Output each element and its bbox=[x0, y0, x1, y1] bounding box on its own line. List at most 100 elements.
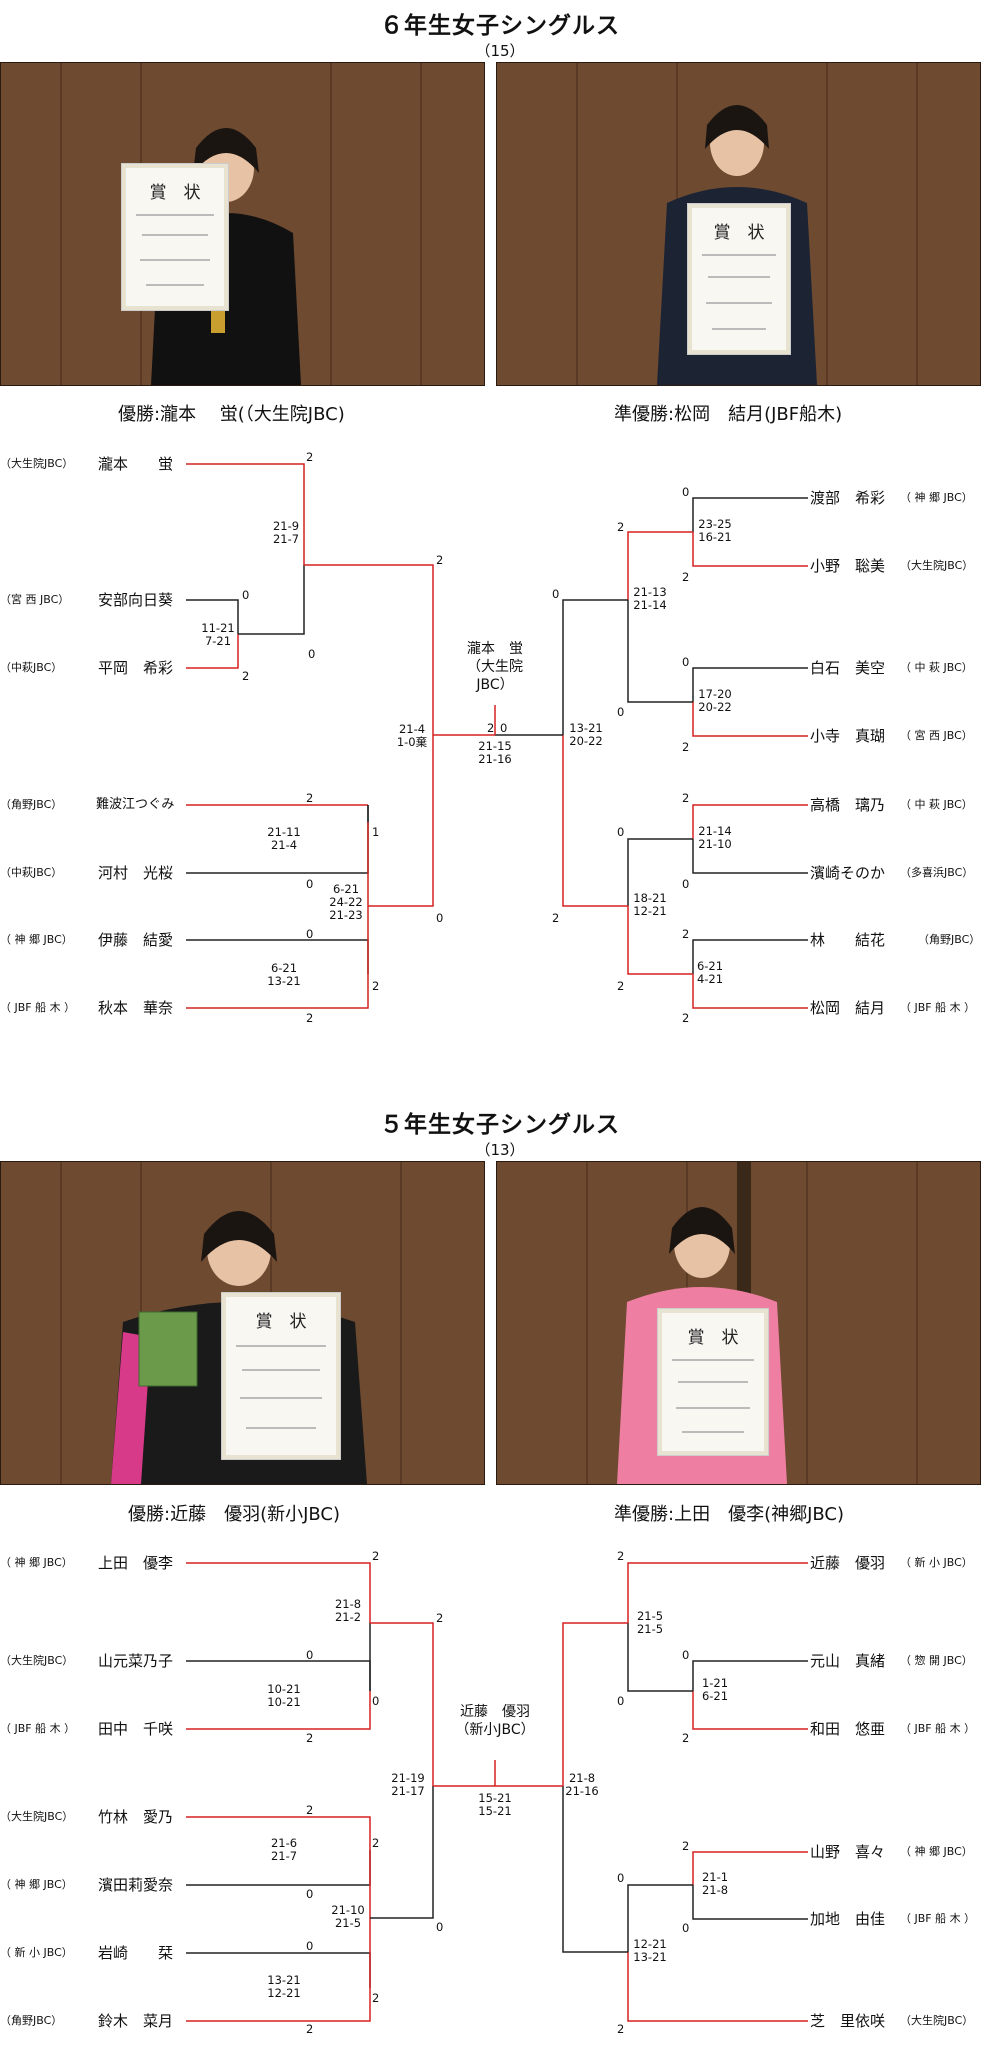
match-score: 10-21 10-21 bbox=[267, 1682, 301, 1709]
player-club: （ 神 郷 JBC） bbox=[900, 491, 973, 504]
certificate: 賞 状 bbox=[121, 163, 229, 311]
certificate-heading: 賞 状 bbox=[687, 1328, 739, 1348]
player-name: 濱田莉愛奈 bbox=[98, 1876, 174, 1894]
player-name: 林 結花 bbox=[810, 931, 886, 949]
player-name: 渡部 希彩 bbox=[810, 489, 886, 507]
match-score: 6-21 13-21 bbox=[267, 961, 301, 988]
match-score: 21-9 21-7 bbox=[272, 519, 300, 546]
player-club: （大生院JBC） bbox=[0, 1654, 74, 1667]
player-club: （ 中 萩 JBC） bbox=[900, 661, 973, 674]
player-club: （ 新 小 JBC） bbox=[900, 1556, 973, 1569]
set-count: 0 bbox=[682, 1648, 690, 1662]
set-count: 0 bbox=[306, 927, 314, 941]
set-count: 2 bbox=[682, 791, 690, 805]
player-name: 上田 優李 bbox=[98, 1554, 174, 1572]
player-club: （角野JBC） bbox=[0, 2014, 63, 2027]
player-club: （ JBF 船 木 ） bbox=[900, 1912, 976, 1925]
winner-caption: 優勝:瀧本 蛍(（大生院JBC) bbox=[118, 404, 345, 425]
player-name: 近藤 優羽 bbox=[810, 1554, 886, 1572]
player-name: 元山 真緒 bbox=[810, 1652, 886, 1670]
player-name: 山野 喜々 bbox=[810, 1843, 886, 1861]
player-club: （ 惣 開 JBC） bbox=[900, 1654, 973, 1667]
player-name: 小野 聡美 bbox=[810, 557, 886, 575]
player-club: （大生院JBC） bbox=[0, 1810, 74, 1823]
player-club: （角野JBC） bbox=[918, 933, 981, 946]
entry-count: （15） bbox=[475, 42, 525, 60]
player-name: 秋本 華奈 bbox=[98, 999, 174, 1017]
player-name: 難波江つぐみ bbox=[96, 797, 175, 812]
set-count: 2 bbox=[617, 979, 625, 993]
set-count: 1 bbox=[372, 825, 380, 839]
set-count: 2 bbox=[436, 553, 444, 567]
set-count: 2 bbox=[372, 1549, 380, 1563]
section-title: ６年生女子シングルス bbox=[380, 13, 620, 39]
player-name: 芝 里依咲 bbox=[810, 2012, 886, 2030]
match-score: 12-21 13-21 bbox=[633, 1937, 667, 1964]
set-count: 0 bbox=[306, 1887, 314, 1901]
match-score: 21-6 21-7 bbox=[270, 1836, 298, 1863]
set-count: 2 bbox=[682, 927, 690, 941]
player-club: （角野JBC） bbox=[0, 798, 63, 811]
set-count: 2 bbox=[617, 1549, 625, 1563]
match-score: 13-21 20-22 bbox=[569, 721, 603, 748]
player-name: 竹林 愛乃 bbox=[98, 1808, 174, 1826]
set-count: 2 bbox=[306, 2022, 314, 2036]
set-count: 2 bbox=[306, 1731, 314, 1745]
player-name: 山元菜乃子 bbox=[98, 1652, 174, 1670]
certificate-heading: 賞 状 bbox=[149, 183, 201, 203]
match-score: 6-21 4-21 bbox=[696, 959, 724, 986]
winner-photo: 賞 状 bbox=[0, 62, 485, 386]
match-score: 13-21 12-21 bbox=[267, 1973, 301, 2000]
player-name: 濱崎そのか bbox=[810, 864, 886, 882]
player-club: （宮 西 JBC） bbox=[0, 593, 70, 606]
match-score: 17-20 20-22 bbox=[698, 687, 732, 714]
player-name: 瀧本 蛍 bbox=[98, 455, 174, 473]
player-club: （大生院JBC） bbox=[0, 457, 74, 470]
section-title: ５年生女子シングルス bbox=[380, 1112, 620, 1138]
certificate: 賞 状 bbox=[657, 1308, 769, 1456]
set-count: 2 bbox=[617, 520, 625, 534]
player-name: 高橋 璃乃 bbox=[810, 796, 886, 814]
match-score: 21-5 21-5 bbox=[636, 1609, 664, 1636]
player-name: 白石 美空 bbox=[810, 659, 886, 677]
player-name: 河村 光桜 bbox=[98, 864, 174, 882]
match-score: 21-13 21-14 bbox=[633, 585, 667, 612]
player-club: （ 新 小 JBC） bbox=[0, 1946, 73, 1959]
certificate: 賞 状 bbox=[687, 203, 791, 355]
set-count: 0 bbox=[306, 877, 314, 891]
runner-up-caption: 準優勝:上田 優李(神郷JBC) bbox=[614, 1504, 845, 1525]
set-count: 2 bbox=[682, 740, 690, 754]
match-score: 21-8 21-16 bbox=[565, 1771, 599, 1798]
runner-up-caption: 準優勝:松岡 結月(JBF船木) bbox=[614, 404, 843, 425]
set-count: 0 bbox=[682, 1921, 690, 1935]
player-club: （ JBF 船 木 ） bbox=[900, 1722, 976, 1735]
winner-caption: 優勝:近藤 優羽(新小JBC) bbox=[128, 1504, 341, 1525]
set-count: 0 bbox=[372, 1694, 380, 1708]
set-count: 0 bbox=[617, 705, 625, 719]
set-count: 2 bbox=[487, 721, 495, 735]
set-count: 2 bbox=[682, 1731, 690, 1745]
player-name: 和田 悠亜 bbox=[810, 1720, 886, 1738]
player-club: （多喜浜JBC） bbox=[900, 866, 974, 879]
player-club: （ JBF 船 木 ） bbox=[0, 1001, 76, 1014]
player-club: （ 神 郷 JBC） bbox=[0, 933, 73, 946]
match-score: 21-14 21-10 bbox=[698, 824, 732, 851]
set-count: 0 bbox=[552, 587, 560, 601]
runner-up-photo: 賞 状 bbox=[496, 1161, 981, 1485]
set-count: 0 bbox=[242, 588, 250, 602]
match-score: 18-21 12-21 bbox=[633, 891, 667, 918]
set-count: 2 bbox=[306, 791, 314, 805]
set-count: 2 bbox=[682, 1011, 690, 1025]
match-score: 21-8 21-2 bbox=[334, 1597, 362, 1624]
set-count: 0 bbox=[436, 911, 444, 925]
set-count: 0 bbox=[617, 1871, 625, 1885]
player-club: （ 神 郷 JBC） bbox=[900, 1845, 973, 1858]
set-count: 2 bbox=[617, 2022, 625, 2036]
set-count: 2 bbox=[372, 1991, 380, 2005]
set-count: 0 bbox=[617, 825, 625, 839]
player-club: （大生院JBC） bbox=[900, 2014, 974, 2027]
set-count: 2 bbox=[242, 669, 250, 683]
match-score: 11-21 7-21 bbox=[201, 621, 235, 648]
player-club: （ 中 萩 JBC） bbox=[900, 798, 973, 811]
player-name: 加地 由佳 bbox=[810, 1910, 886, 1928]
